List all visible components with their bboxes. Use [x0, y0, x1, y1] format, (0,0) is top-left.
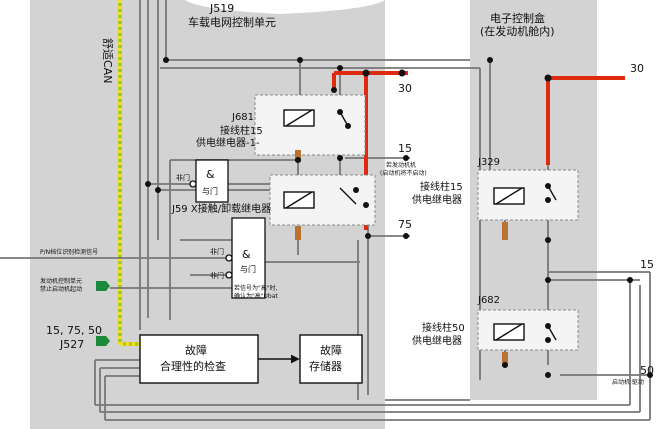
- signal-arrows: [96, 281, 110, 346]
- terminal-15-b: 15: [640, 258, 654, 271]
- logic-gates: [189, 159, 266, 299]
- not-bubble-3: [225, 271, 233, 279]
- terminal-30-a: 30: [398, 82, 412, 95]
- j527-line1: 15, 75, 50: [46, 324, 102, 337]
- terminal-50: 50: [640, 364, 654, 377]
- j681-line1: 接线柱15: [220, 124, 263, 137]
- fault-boxes: [139, 334, 363, 384]
- j329-line2: 供电继电器: [412, 193, 462, 206]
- terminal-15-a: 15: [398, 142, 412, 155]
- terminal-75: 75: [398, 218, 412, 231]
- and-gate-1: [195, 159, 229, 203]
- and-gate-2-label: 与门: [240, 264, 256, 274]
- terminal-30-b: 30: [630, 62, 644, 75]
- not-gate-1-label: 非门: [176, 173, 190, 182]
- fault-store-line1: 故障: [320, 343, 342, 357]
- and-cond-line2: 确认为"高"Ubat: [234, 292, 278, 300]
- and-gate-2-symbol: &: [242, 248, 251, 261]
- and-gate-1-label: 与门: [202, 186, 218, 196]
- pn-signal-label: P/N档位识别检测信号: [40, 248, 98, 256]
- not-gate-3-label: 非门: [210, 271, 224, 280]
- and-gate-1-symbol: &: [206, 168, 215, 181]
- ebox-title-1: 电子控制盒: [490, 11, 545, 25]
- comfort-can-label: 舒适CAN: [101, 38, 115, 83]
- not-bubble-2: [225, 254, 233, 262]
- fault-store-box: [299, 334, 363, 384]
- j527-line2: J527: [59, 338, 84, 351]
- j59-note-line2: (启动机将不启动): [380, 169, 427, 177]
- not-bubble-1: [189, 180, 197, 188]
- relay-j682: [477, 309, 579, 351]
- j682-code-label: J682: [477, 295, 500, 306]
- j681-code-label: J681: [231, 112, 254, 123]
- j519-code-label: J519: [209, 2, 234, 15]
- j681-line2: 供电继电器-1-: [196, 136, 260, 149]
- relay-j329: [477, 169, 579, 221]
- fault-check-line2: 合理性的检查: [160, 359, 226, 373]
- fault-check-line1: 故障: [185, 343, 207, 357]
- j519-name-label: 车载电网控制单元: [188, 15, 276, 29]
- ebox-title-2: (在发动机舱内): [480, 24, 555, 38]
- j59-note-line1: 若发动机机: [386, 161, 416, 169]
- fault-check-box: [139, 334, 259, 384]
- and-cond-line1: 若信号为"高"时,: [234, 284, 278, 292]
- j682-line2: 供电继电器: [412, 334, 462, 347]
- connector-pins: [295, 150, 508, 366]
- j682-line1: 接线柱50: [422, 321, 465, 334]
- j59-label: J59 X接触/卸载继电器: [171, 202, 271, 215]
- starter-note: 启动机 驱动: [612, 378, 644, 386]
- wiring: [0, 0, 651, 421]
- engine-ctrl-line2: 禁止启动机起动: [40, 285, 82, 293]
- j329-line1: 接线柱15: [420, 180, 463, 193]
- not-gate-2-label: 非门: [210, 247, 224, 256]
- j329-code-label: J329: [477, 157, 500, 168]
- junction-dots: [145, 57, 653, 378]
- relay-coils: [283, 109, 525, 341]
- engine-ctrl-line1: 发动机控制单元: [40, 277, 82, 285]
- fault-store-line2: 存储器: [309, 359, 342, 373]
